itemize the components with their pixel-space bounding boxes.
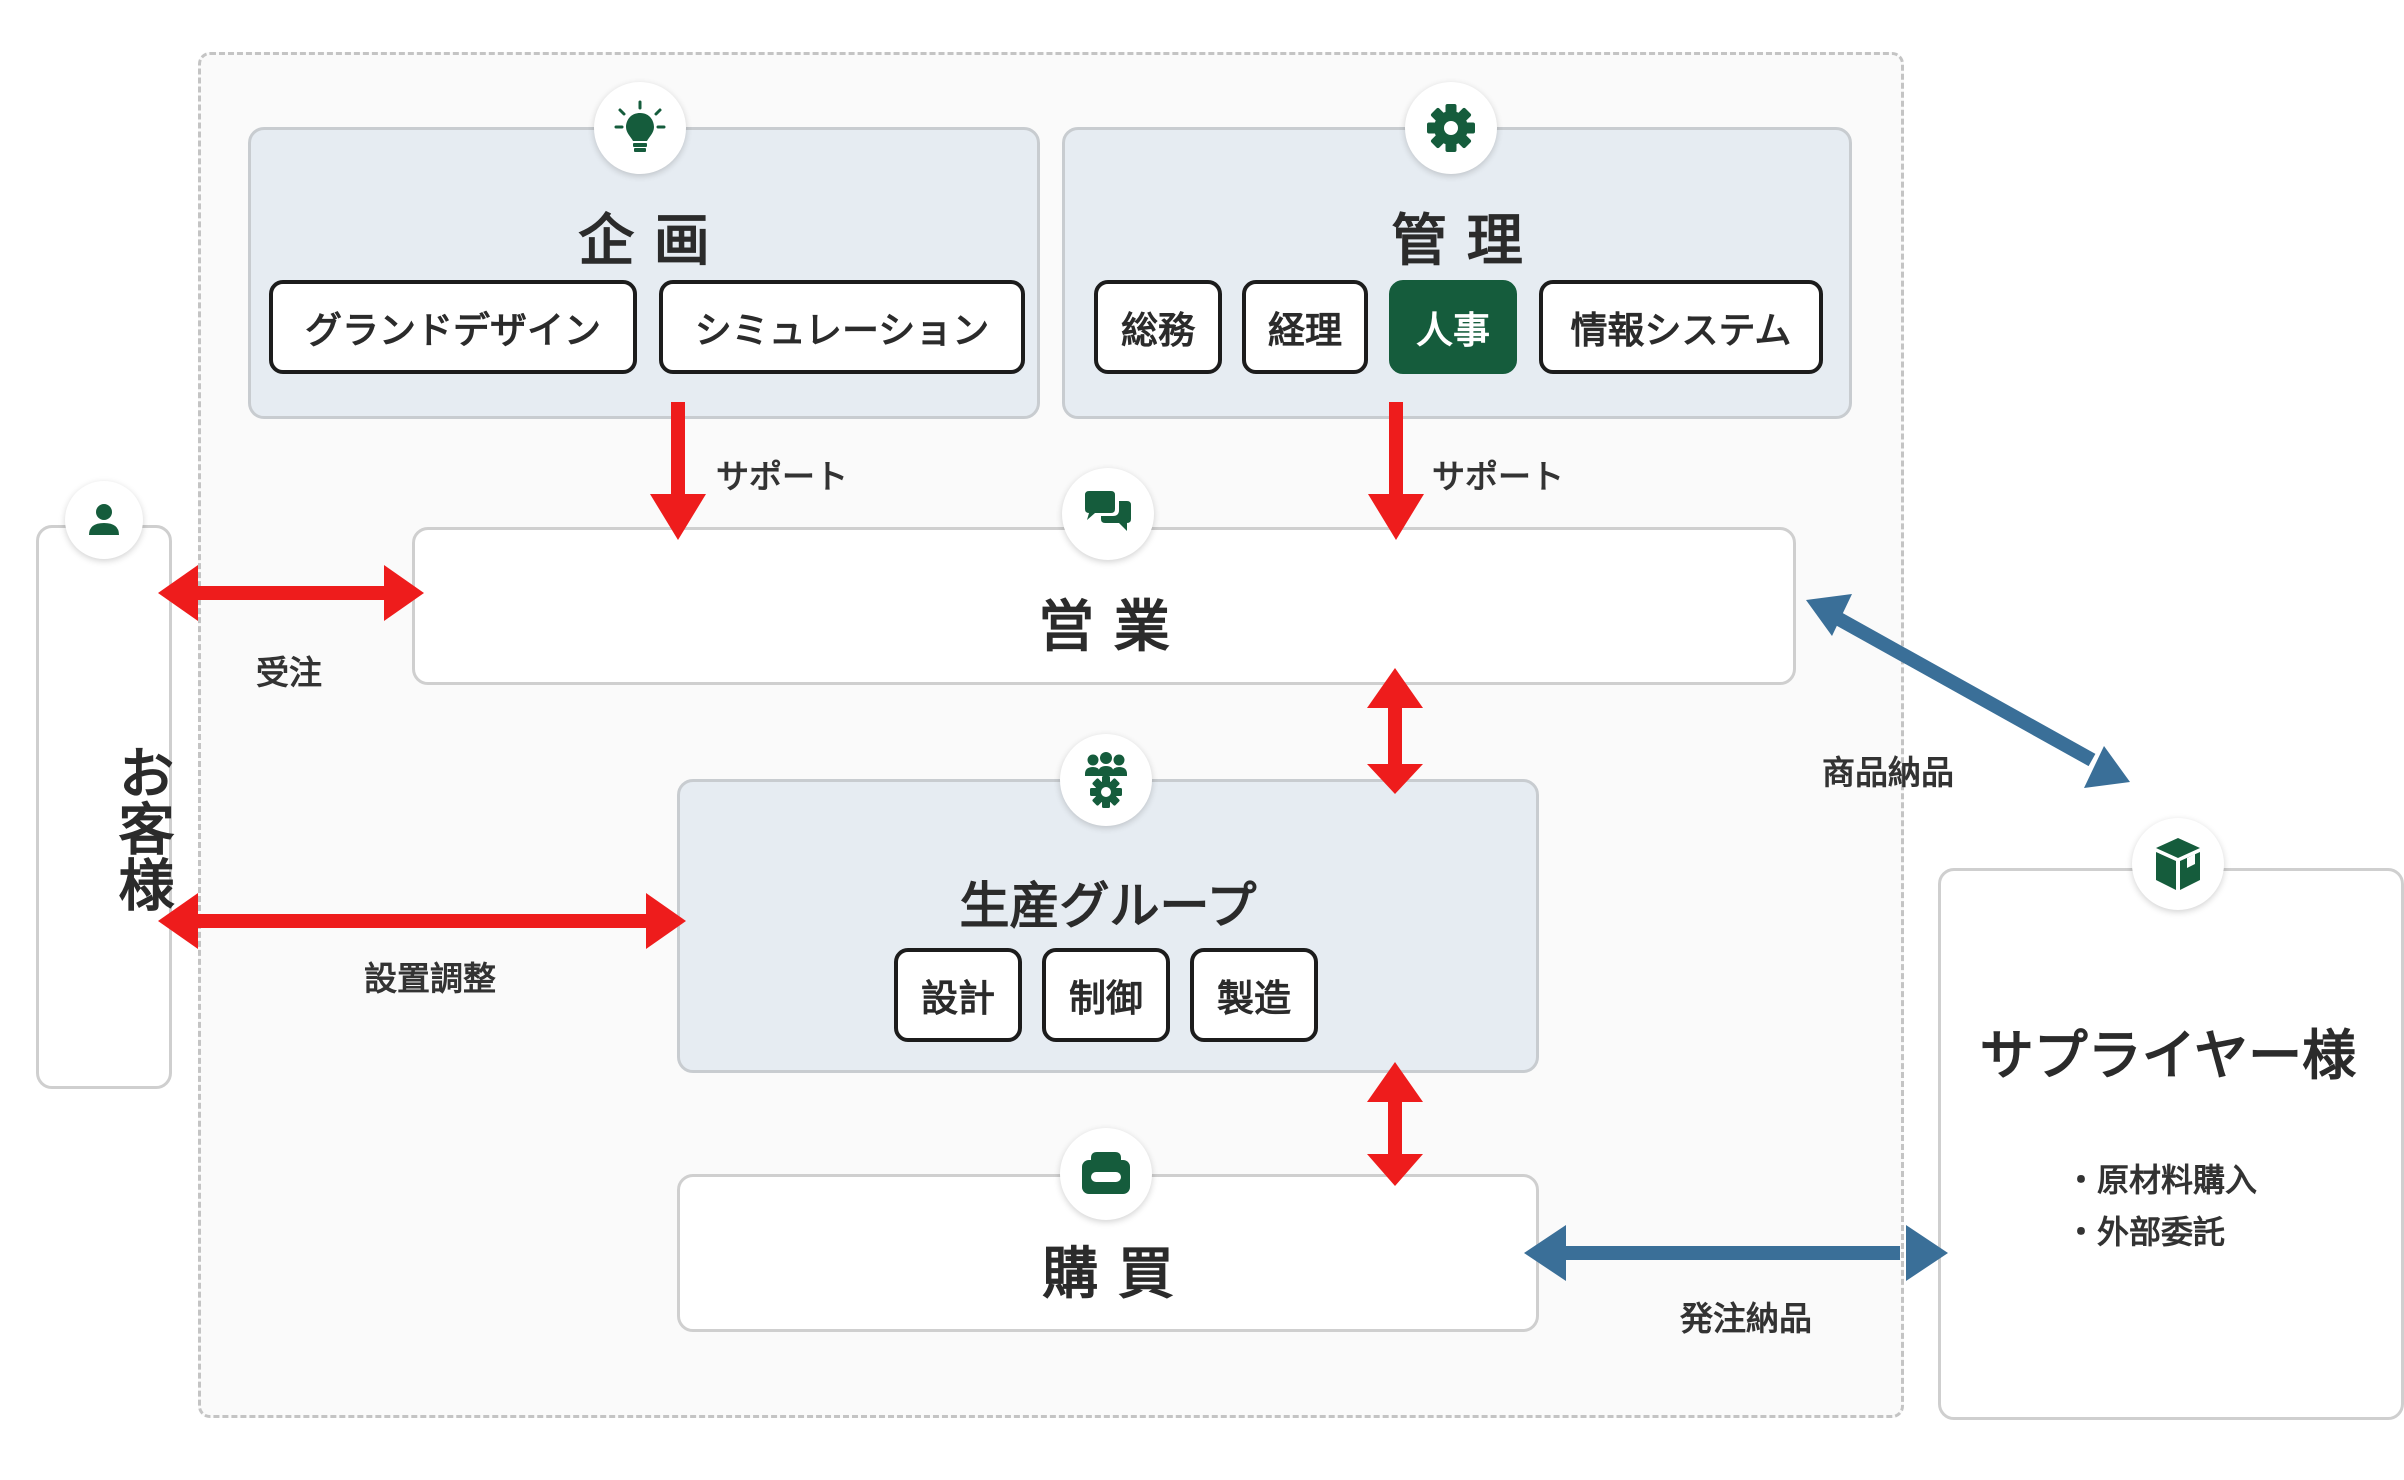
supplier-box: サプライヤー様 ・原材料購入 ・外部委託 — [1938, 868, 2404, 1420]
management-item-general-affairs[interactable]: 総務 — [1094, 280, 1222, 374]
gear-icon — [1405, 82, 1497, 174]
sales-production-arrow — [1367, 668, 1423, 794]
production-purchasing-arrow — [1367, 1062, 1423, 1186]
package-icon — [2132, 818, 2224, 910]
planning-item-simulation[interactable]: シミュレーション — [659, 280, 1025, 374]
order-label: 受注 — [256, 653, 322, 692]
planning-item-grand-design[interactable]: グランドデザイン — [269, 280, 637, 374]
supplier-title: サプライヤー様 — [1979, 1024, 2357, 1087]
chat-bubbles-icon — [1062, 468, 1154, 560]
production-item-control[interactable]: 制御 — [1042, 948, 1170, 1042]
supplier-item-outsourcing: ・外部委託 — [2065, 1213, 2226, 1251]
management-item-accounting[interactable]: 経理 — [1242, 280, 1368, 374]
production-item-manufacturing[interactable]: 製造 — [1190, 948, 1318, 1042]
production-box: 生産グループ 設計 制御 製造 — [677, 779, 1539, 1073]
installation-arrow — [158, 893, 686, 949]
installation-label: 設置調整 — [364, 959, 496, 998]
lightbulb-icon — [594, 82, 686, 174]
support-arrow-right — [1368, 402, 1424, 540]
planning-box: 企 画 グランドデザイン シミュレーション — [248, 127, 1040, 419]
production-item-design[interactable]: 設計 — [894, 948, 1022, 1042]
team-gear-icon — [1060, 734, 1152, 826]
support-arrow-left — [650, 402, 706, 540]
goods-delivery-label: 商品納品 — [1822, 753, 1954, 792]
production-title: 生産グループ — [959, 877, 1257, 935]
support-label-left: サポート — [716, 457, 848, 496]
order-delivery-label: 発注納品 — [1680, 1299, 1812, 1338]
management-title: 管 理 — [1391, 209, 1523, 274]
wallet-icon — [1060, 1128, 1152, 1220]
user-icon — [65, 481, 143, 559]
order-arrow — [158, 565, 424, 621]
management-box: 管 理 総務 経理 人事 情報システム — [1062, 127, 1852, 419]
order-delivery-arrow — [1524, 1225, 1948, 1281]
purchasing-title: 購 買 — [1042, 1242, 1174, 1307]
customer-box: お客様 — [36, 525, 174, 1089]
management-item-information-systems[interactable]: 情報システム — [1539, 280, 1823, 374]
supplier-item-raw-materials: ・原材料購入 — [2065, 1161, 2258, 1199]
support-label-right: サポート — [1432, 457, 1564, 496]
customer-title: お客様 — [109, 744, 174, 912]
sales-title: 営 業 — [1038, 595, 1170, 660]
goods-delivery-arrow — [1806, 594, 2130, 788]
management-item-hr[interactable]: 人事 — [1389, 280, 1517, 374]
planning-title: 企 画 — [578, 209, 710, 274]
